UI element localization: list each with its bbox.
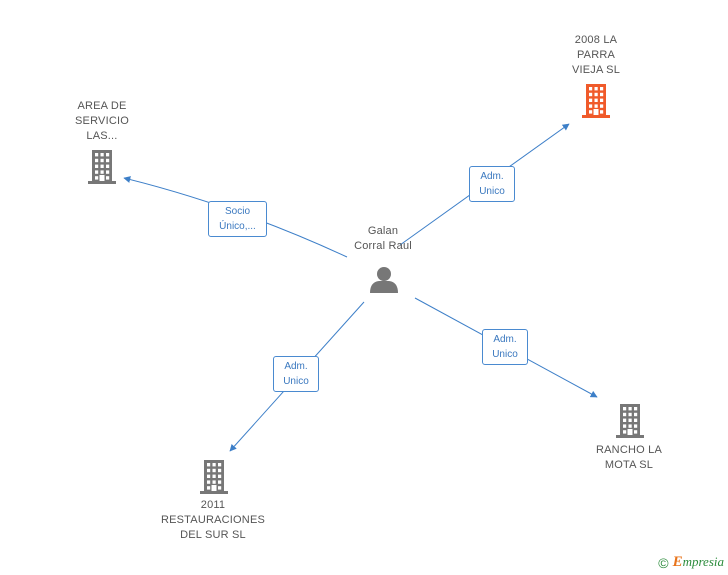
company-label-area[interactable]: AREA DE SERVICIO LAS...: [52, 99, 152, 144]
company-label-line: MOTA SL: [604, 459, 654, 471]
brand-rest: mpresia: [682, 554, 724, 569]
building-icon[interactable]: [200, 460, 228, 494]
edge-label-line: Unico: [492, 349, 518, 360]
edge-label-area[interactable]: Socio Único,...: [208, 201, 267, 237]
building-icon[interactable]: [616, 404, 644, 438]
edge-label-line: Único,...: [219, 221, 256, 232]
edge-label-line: Socio: [224, 206, 250, 217]
center-person-label: Galan Corral Raul: [333, 224, 433, 254]
center-name-line-2: Corral Raul: [354, 240, 412, 252]
building-icon[interactable]: [88, 150, 116, 184]
company-label-la-parra[interactable]: 2008 LA PARRA VIEJA SL: [546, 33, 646, 78]
company-label-line: RANCHO LA: [596, 444, 662, 456]
center-name-line-1: Galan: [367, 225, 399, 237]
edge-label-line: Adm.: [493, 334, 517, 345]
building-icon[interactable]: [582, 84, 610, 118]
company-label-line: AREA DE: [77, 100, 127, 112]
edge-label-line: Adm.: [480, 171, 504, 182]
edge-label-line: Unico: [283, 376, 309, 387]
company-label-line: RESTAURACIONES: [160, 514, 266, 526]
edge-label-rancho[interactable]: Adm. Unico: [482, 329, 528, 365]
brand-initial: E: [672, 554, 683, 570]
edge-label-line: Adm.: [284, 361, 308, 372]
edge-label-restauraciones[interactable]: Adm. Unico: [273, 356, 319, 392]
company-label-rancho[interactable]: RANCHO LA MOTA SL: [579, 443, 679, 473]
edge-label-la-parra[interactable]: Adm. Unico: [469, 166, 515, 202]
company-label-line: 2008 LA: [574, 34, 618, 46]
brand-logo: Empresia: [673, 554, 724, 571]
person-icon[interactable]: [370, 267, 398, 293]
company-label-line: SERVICIO: [75, 115, 129, 127]
footer-brand: © Empresia: [658, 554, 724, 571]
company-label-line: PARRA: [576, 49, 616, 61]
edge-label-line: Unico: [479, 186, 505, 197]
company-label-line: VIEJA SL: [571, 64, 621, 76]
company-label-line: LAS...: [86, 130, 118, 142]
company-label-restauraciones[interactable]: 2011 RESTAURACIONES DEL SUR SL: [153, 498, 273, 543]
copyright-icon: ©: [658, 554, 669, 571]
company-label-line: 2011: [200, 499, 226, 511]
company-label-line: DEL SUR SL: [180, 529, 246, 541]
